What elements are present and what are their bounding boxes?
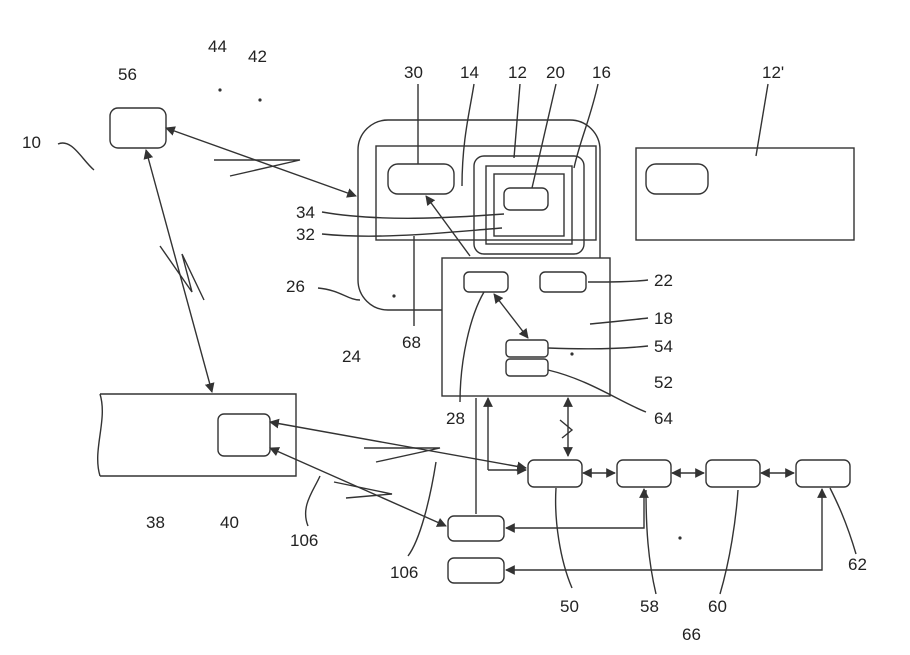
leader-12p bbox=[756, 84, 768, 156]
label-68: 68 bbox=[402, 333, 421, 352]
label-50: 50 bbox=[560, 597, 579, 616]
label-32: 32 bbox=[296, 225, 315, 244]
label-26: 26 bbox=[286, 277, 305, 296]
element-lower-2 bbox=[448, 558, 504, 583]
label-52: 52 bbox=[654, 373, 673, 392]
dot-44 bbox=[218, 88, 221, 91]
label-66: 66 bbox=[682, 625, 701, 644]
element-20 bbox=[504, 188, 548, 210]
label-20: 20 bbox=[546, 63, 565, 82]
leader-58 bbox=[646, 490, 656, 594]
label-60: 60 bbox=[708, 597, 727, 616]
label-58: 58 bbox=[640, 597, 659, 616]
element-60 bbox=[706, 460, 760, 487]
label-14: 14 bbox=[460, 63, 479, 82]
dot-52 bbox=[570, 352, 573, 355]
link-62-lower2 bbox=[506, 489, 822, 570]
label-22: 22 bbox=[654, 271, 673, 290]
element-58 bbox=[617, 460, 671, 487]
dot-24 bbox=[392, 294, 395, 297]
link-56-vehicle bbox=[166, 128, 356, 196]
label-28: 28 bbox=[446, 409, 465, 428]
label-12-prime: 12' bbox=[762, 63, 784, 82]
element-40 bbox=[218, 414, 270, 456]
label-24: 24 bbox=[342, 347, 361, 366]
wireless-zig-56 bbox=[214, 160, 300, 176]
label-56: 56 bbox=[118, 65, 137, 84]
leader-62 bbox=[830, 488, 856, 554]
element-12-prime-inner bbox=[646, 164, 708, 194]
leader-60 bbox=[720, 490, 738, 594]
label-38: 38 bbox=[146, 513, 165, 532]
element-56 bbox=[110, 108, 166, 148]
link-56-40 bbox=[146, 150, 212, 392]
label-12: 12 bbox=[508, 63, 527, 82]
dot-66 bbox=[678, 536, 681, 539]
label-30: 30 bbox=[404, 63, 423, 82]
leader-10 bbox=[58, 143, 94, 170]
wireless-zig-18-right bbox=[560, 420, 572, 438]
element-64 bbox=[506, 359, 548, 376]
element-50 bbox=[528, 460, 582, 487]
label-54: 54 bbox=[654, 337, 673, 356]
label-40: 40 bbox=[220, 513, 239, 532]
leader-106a bbox=[306, 476, 320, 526]
element-28 bbox=[464, 272, 508, 292]
element-lower-1 bbox=[448, 516, 504, 541]
label-10: 10 bbox=[22, 133, 41, 152]
leader-26 bbox=[318, 288, 360, 300]
link-58-lower1 bbox=[506, 489, 644, 528]
label-42: 42 bbox=[248, 47, 267, 66]
label-44: 44 bbox=[208, 37, 227, 56]
label-16: 16 bbox=[592, 63, 611, 82]
dot-42 bbox=[258, 98, 261, 101]
element-30 bbox=[388, 164, 454, 194]
label-18: 18 bbox=[654, 309, 673, 328]
label-64: 64 bbox=[654, 409, 673, 428]
label-34: 34 bbox=[296, 203, 315, 222]
element-54 bbox=[506, 340, 548, 357]
wireless-zig-40-50 bbox=[364, 448, 440, 462]
wireless-zig-vertical bbox=[160, 246, 204, 300]
leader-50 bbox=[556, 488, 572, 588]
element-62 bbox=[796, 460, 850, 487]
wireless-zig-40-lower bbox=[334, 482, 392, 498]
element-22 bbox=[540, 272, 586, 292]
leader-106b bbox=[408, 462, 436, 556]
label-106b: 106 bbox=[390, 563, 418, 582]
label-62: 62 bbox=[848, 555, 867, 574]
label-106a: 106 bbox=[290, 531, 318, 550]
